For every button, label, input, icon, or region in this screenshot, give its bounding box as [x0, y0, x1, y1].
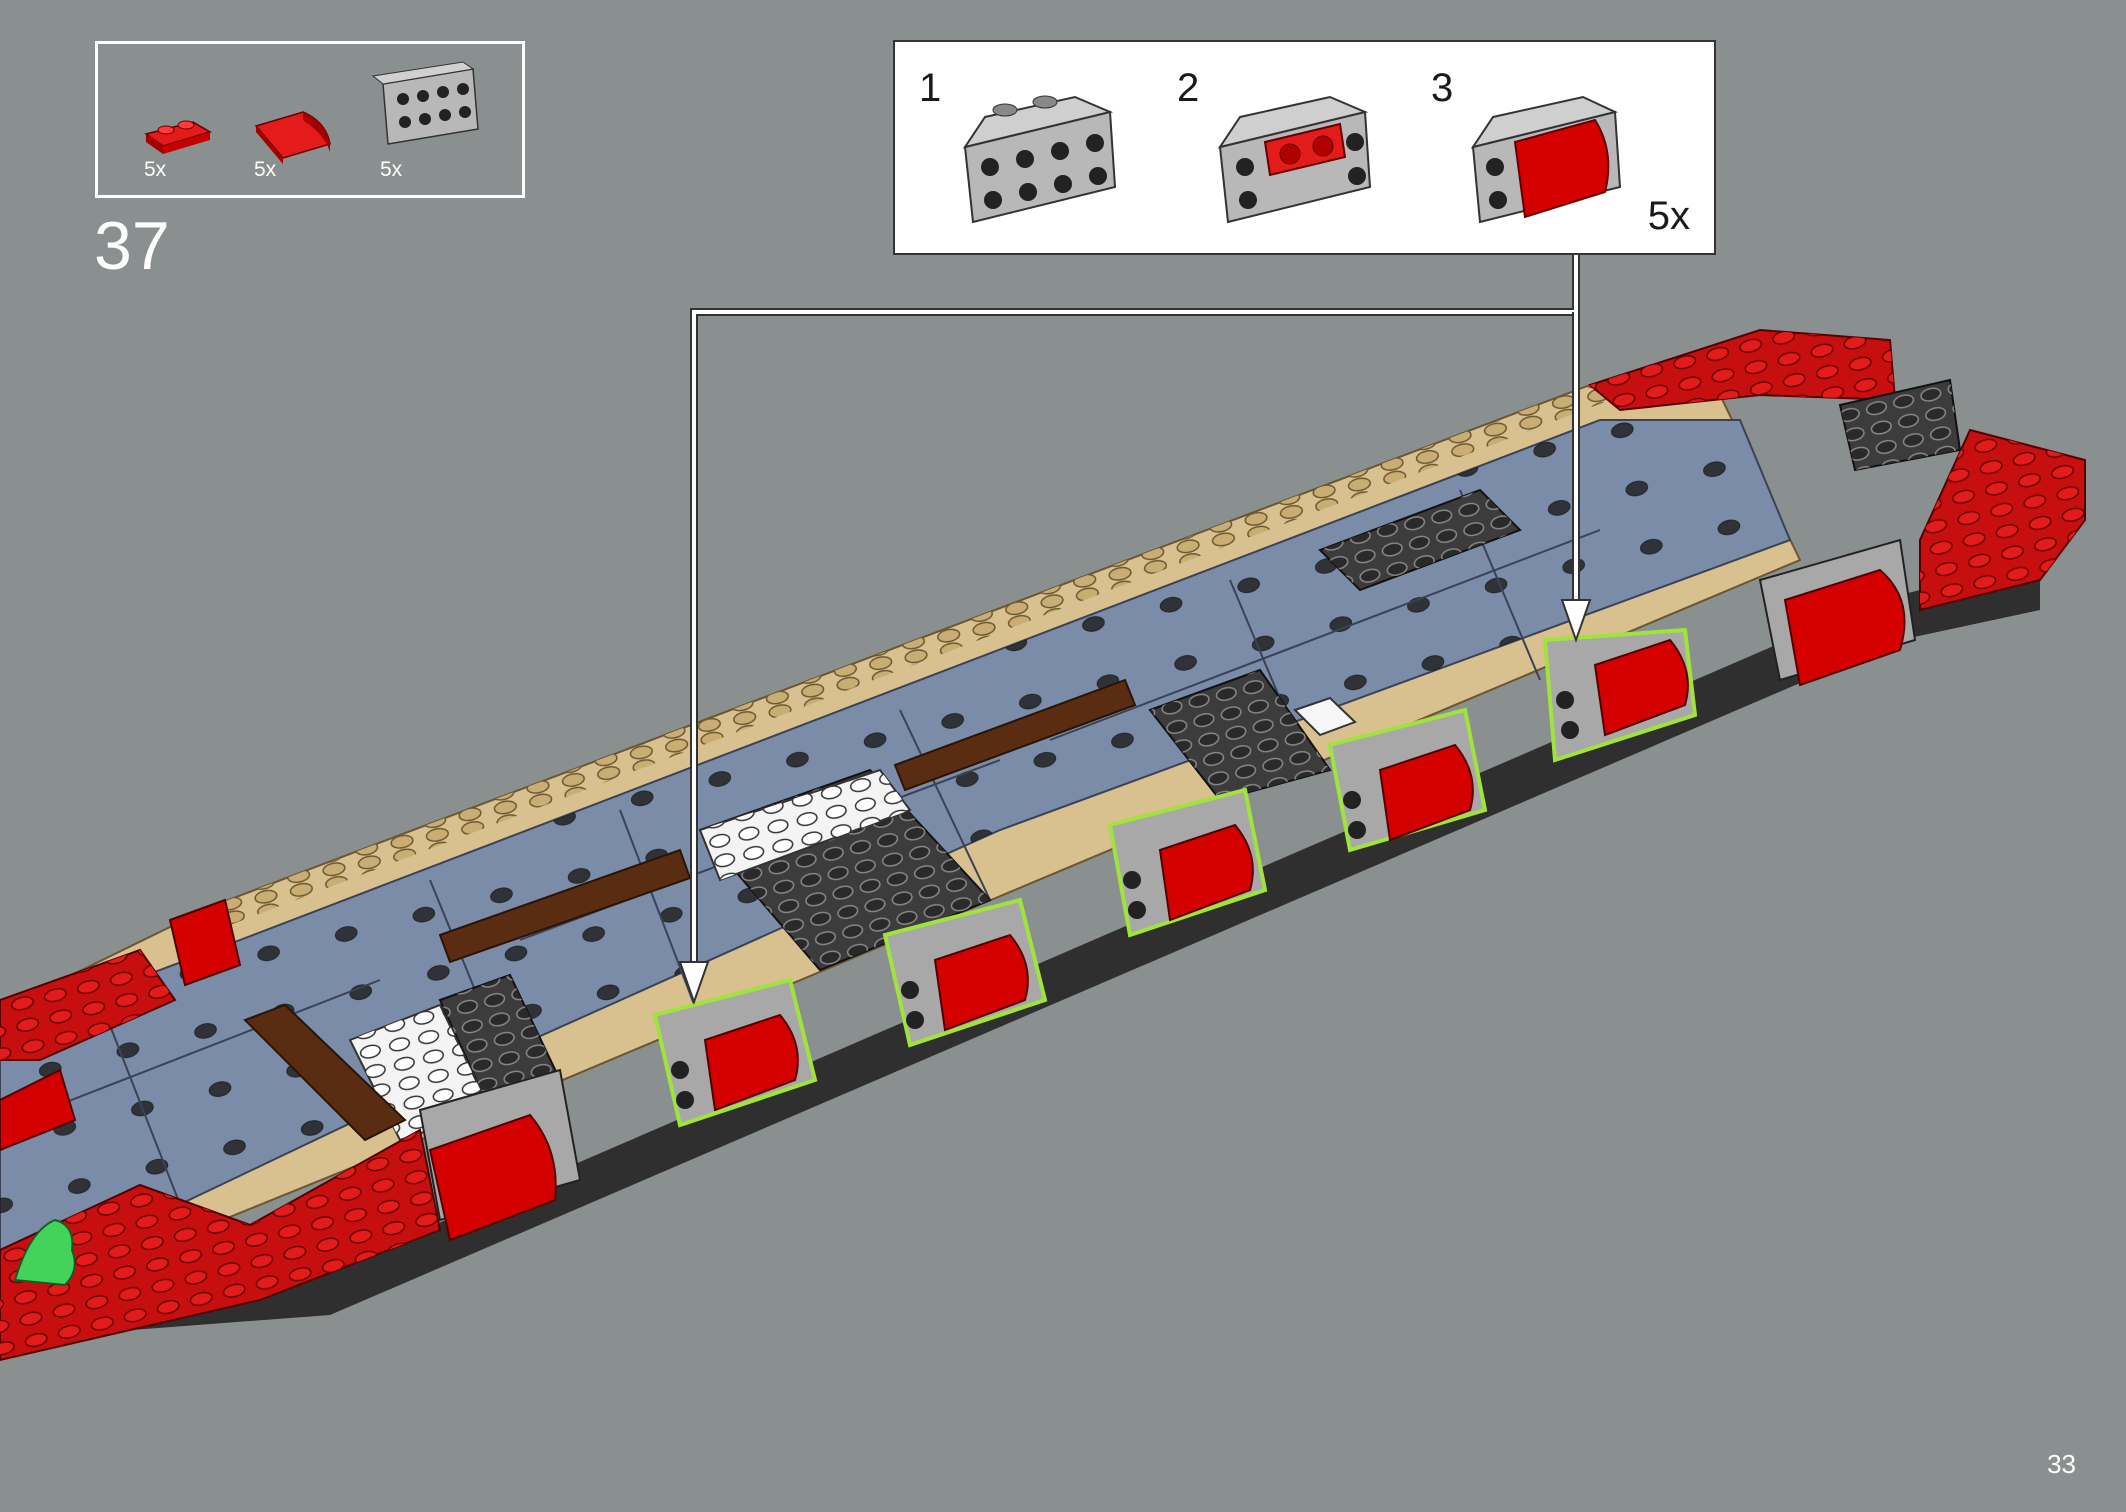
step-number: 37	[94, 208, 170, 284]
new-assembly-1	[652, 977, 818, 1128]
part-count-gray-bracket: 5x	[380, 158, 403, 181]
red-brick-left-side	[0, 1068, 77, 1152]
sub-step-1-bracket	[962, 95, 1117, 224]
parts-list-box: 5x 5x 5x	[95, 41, 525, 198]
new-assembly-2	[882, 897, 1048, 1048]
red-curved-slope-icon	[254, 111, 331, 164]
new-assembly-4	[1327, 707, 1488, 853]
sub-step-2-bracket-with-plate	[1217, 95, 1372, 224]
green-frog-figure	[13, 1218, 76, 1287]
gray-bracket-icon	[371, 61, 479, 145]
existing-slope-right	[1758, 538, 1917, 687]
sub-assembly-illustrations	[962, 95, 1622, 224]
part-count-red-plate: 5x	[144, 158, 167, 181]
white-tile-small	[1293, 696, 1357, 737]
sub-step-label-1: 1	[919, 66, 942, 110]
existing-slope-left	[418, 1068, 582, 1242]
page-number: 33	[2047, 1449, 2076, 1479]
part-count-red-slope: 5x	[254, 158, 277, 181]
callout-multiplier: 5x	[1647, 194, 1690, 238]
sub-step-label-2: 2	[1177, 66, 1200, 110]
brown-tile-1	[893, 678, 1137, 792]
new-assembly-5	[1542, 627, 1698, 763]
callout-pointer	[690, 255, 1580, 985]
arrow-head-left	[678, 961, 710, 1006]
tan-rim-studs	[215, 385, 1610, 925]
arrow-head-right	[1560, 599, 1592, 644]
sub-step-label-3: 3	[1431, 66, 1454, 110]
model-underside	[0, 560, 2040, 1340]
parts-icons	[144, 61, 479, 164]
new-assembly-3	[1107, 787, 1268, 938]
brown-tile-3	[243, 1003, 407, 1142]
red-plate-icon	[144, 120, 212, 154]
red-brick-left-tall	[168, 898, 242, 987]
sub-assembly-callout: 1 2 3 5x	[893, 40, 1716, 255]
sub-step-3-bracket-with-slope	[1470, 95, 1622, 224]
